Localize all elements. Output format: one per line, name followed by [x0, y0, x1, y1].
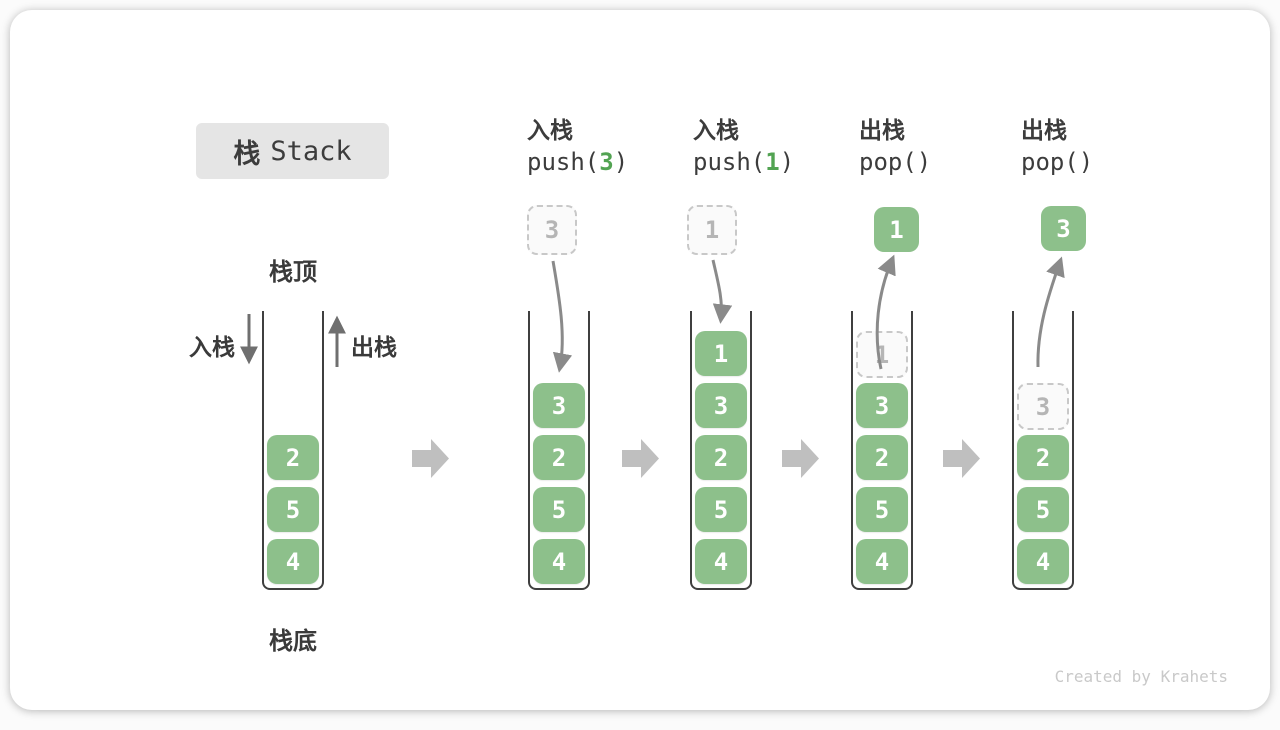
- operation-label-push-1: 入栈 push(1): [693, 115, 853, 179]
- stack-block: 4: [695, 539, 747, 584]
- watermark: Created by Krahets: [1054, 667, 1228, 686]
- stack-state-after-pop-3: 3 2 5 4: [1012, 311, 1074, 590]
- diagram-title: 栈 Stack: [196, 123, 389, 179]
- title-en: Stack: [270, 135, 352, 167]
- operation-name: 出栈: [1021, 117, 1067, 143]
- stack-block: 3: [533, 383, 585, 428]
- diagram-card: 栈 Stack 入栈 push(3) 入栈 push(1) 出栈 pop() 出…: [10, 10, 1270, 710]
- operation-code: pop(): [859, 148, 932, 176]
- stack-block: 4: [1017, 539, 1069, 584]
- operation-name: 出栈: [859, 117, 905, 143]
- title-zh: 栈: [233, 138, 261, 169]
- stack-block: 4: [856, 539, 908, 584]
- operation-code: push(3): [527, 148, 629, 176]
- stack-block: 2: [1017, 435, 1069, 480]
- stack-block: 5: [1017, 487, 1069, 532]
- flow-arrow: [622, 439, 659, 478]
- popped-element-box: 3: [1041, 206, 1086, 251]
- removed-element-ghost: 3: [1017, 383, 1069, 430]
- incoming-element-box: 3: [527, 205, 577, 255]
- operation-name: 入栈: [527, 117, 573, 143]
- stack-block: 5: [695, 487, 747, 532]
- flow-arrow: [943, 439, 980, 478]
- stack-block: 2: [267, 435, 319, 480]
- stack-block: 5: [533, 487, 585, 532]
- popped-element-box: 1: [874, 207, 919, 252]
- stack-block: 5: [856, 487, 908, 532]
- push-arrow-1: [711, 259, 733, 324]
- stack-block: 1: [695, 331, 747, 376]
- stack-bottom-label: 栈底: [269, 628, 317, 655]
- stack-state-after-push-3: 3 2 5 4: [528, 311, 590, 590]
- flow-arrow: [782, 439, 819, 478]
- push-arg: 3: [599, 148, 614, 176]
- stack-block: 2: [856, 435, 908, 480]
- removed-element-ghost: 1: [856, 331, 908, 378]
- operation-code: pop(): [1021, 148, 1094, 176]
- stack-state-initial: 2 5 4: [262, 311, 324, 590]
- stack-block: 3: [695, 383, 747, 428]
- stack-state-after-push-1: 1 3 2 5 4: [690, 311, 752, 590]
- stack-block: 3: [856, 383, 908, 428]
- stack-block: 4: [533, 539, 585, 584]
- operation-name: 入栈: [693, 117, 739, 143]
- stack-state-after-pop-1: 1 3 2 5 4: [851, 311, 913, 590]
- flow-arrow: [412, 439, 449, 478]
- push-direction-label: 入栈: [189, 334, 235, 360]
- operation-label-pop-1: 出栈 pop(): [859, 115, 1019, 179]
- stack-block: 4: [267, 539, 319, 584]
- stack-block: 5: [267, 487, 319, 532]
- pop-direction-label: 出栈: [351, 334, 397, 360]
- stack-top-label: 栈顶: [269, 259, 317, 286]
- stack-block: 2: [533, 435, 585, 480]
- push-arg: 1: [765, 148, 780, 176]
- operation-label-push-3: 入栈 push(3): [527, 115, 687, 179]
- stack-block: 2: [695, 435, 747, 480]
- operation-code: push(1): [693, 148, 795, 176]
- incoming-element-box: 1: [687, 205, 737, 255]
- operation-label-pop-2: 出栈 pop(): [1021, 115, 1181, 179]
